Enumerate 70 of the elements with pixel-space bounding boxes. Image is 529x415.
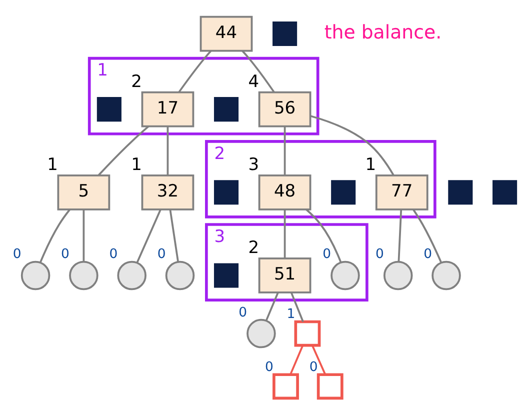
connector bbox=[136, 209, 162, 263]
node-label: 0 bbox=[309, 360, 318, 376]
node-label: 4 bbox=[248, 72, 260, 92]
node-box bbox=[214, 180, 239, 205]
connector bbox=[169, 210, 180, 262]
connector bbox=[284, 210, 286, 258]
node-box bbox=[96, 97, 122, 122]
node-label: 3 bbox=[248, 155, 260, 176]
node-label: 0 bbox=[157, 247, 166, 262]
connector bbox=[82, 210, 85, 262]
node-label: 0 bbox=[322, 247, 332, 262]
node-label: 0 bbox=[12, 247, 22, 262]
node-box bbox=[316, 373, 344, 400]
node-circle bbox=[20, 260, 50, 290]
node-box: 56 bbox=[258, 91, 312, 128]
cluster bbox=[205, 140, 436, 218]
node-label: 2 bbox=[248, 238, 260, 258]
node-box: 32 bbox=[141, 174, 194, 210]
node-label: 0 bbox=[265, 360, 274, 376]
node-box bbox=[331, 180, 356, 205]
connector bbox=[242, 50, 275, 93]
node-label: 1 bbox=[131, 155, 142, 176]
node-box: 48 bbox=[258, 174, 312, 210]
node-circle bbox=[330, 260, 360, 290]
label: the balance. bbox=[324, 21, 442, 44]
node-circle bbox=[117, 260, 146, 290]
node-circle bbox=[69, 260, 98, 290]
node-circle bbox=[432, 260, 461, 290]
node-box: 77 bbox=[375, 174, 428, 210]
node-circle bbox=[383, 260, 413, 290]
connector bbox=[306, 208, 342, 263]
connector bbox=[310, 115, 394, 176]
connector bbox=[98, 126, 150, 176]
node-box: 44 bbox=[200, 16, 253, 52]
node-box: 51 bbox=[258, 258, 312, 294]
cluster bbox=[205, 223, 368, 302]
node-label: 1 bbox=[97, 60, 108, 81]
connector bbox=[312, 345, 326, 375]
node-box bbox=[448, 180, 473, 205]
connector bbox=[398, 210, 402, 262]
node-label: 0 bbox=[424, 247, 432, 262]
cluster bbox=[88, 56, 320, 136]
node-label: 1 bbox=[365, 155, 376, 176]
node-box bbox=[214, 263, 239, 288]
node-label: 1 bbox=[47, 155, 58, 176]
node-label: 0 bbox=[61, 247, 70, 262]
node-label: 3 bbox=[214, 226, 226, 247]
node-box bbox=[492, 180, 518, 205]
node-box bbox=[294, 320, 321, 347]
node-label: 1 bbox=[286, 307, 296, 322]
connector bbox=[284, 126, 286, 176]
node-circle bbox=[165, 260, 195, 290]
node-circle bbox=[246, 318, 276, 348]
node-box bbox=[214, 97, 239, 122]
connector bbox=[412, 209, 442, 263]
node-label: 0 bbox=[375, 247, 384, 262]
node-label: 0 bbox=[238, 305, 247, 320]
node-box: 17 bbox=[141, 91, 194, 128]
connector bbox=[166, 126, 169, 176]
connector bbox=[290, 292, 304, 322]
node-box bbox=[272, 22, 298, 46]
node-label: 0 bbox=[109, 247, 118, 262]
node-label: 2 bbox=[214, 144, 226, 164]
connector bbox=[265, 292, 279, 322]
connector bbox=[178, 50, 212, 93]
connector bbox=[290, 345, 304, 375]
node-box: 5 bbox=[57, 174, 110, 210]
node-label: 2 bbox=[131, 72, 142, 92]
connector bbox=[39, 209, 70, 263]
node-box bbox=[272, 373, 299, 400]
